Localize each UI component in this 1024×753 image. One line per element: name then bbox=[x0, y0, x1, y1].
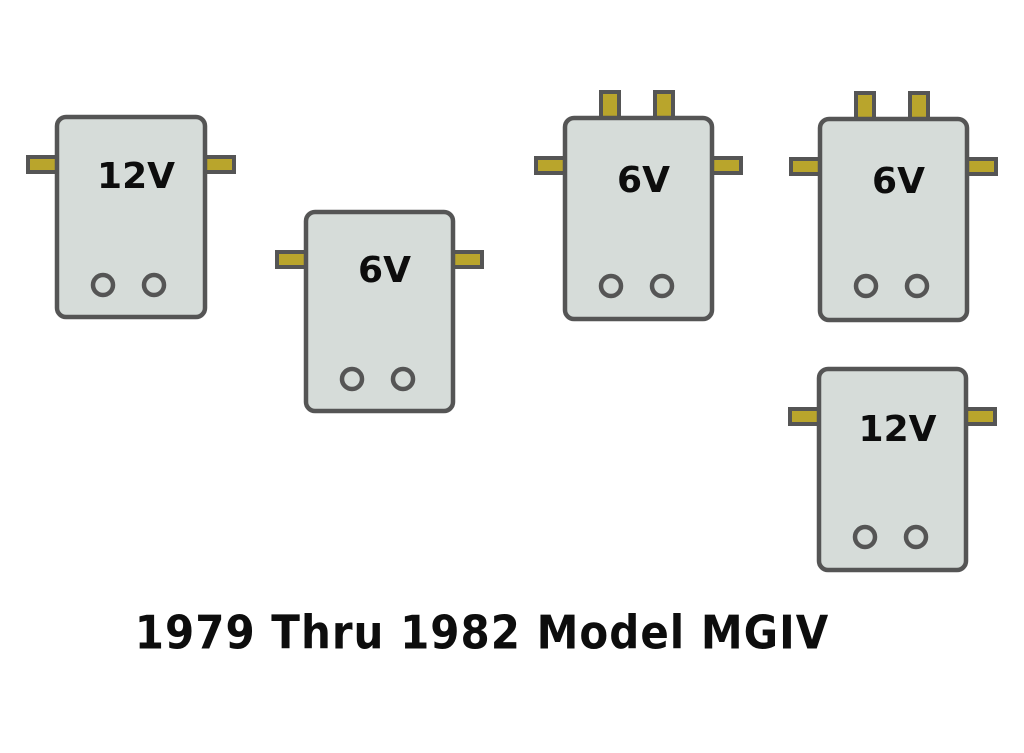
relay-module-3: 6V bbox=[534, 90, 743, 322]
left-terminal bbox=[26, 155, 61, 174]
left-terminal bbox=[275, 250, 310, 269]
module-body bbox=[817, 116, 970, 323]
mount-hole bbox=[598, 273, 624, 299]
module-body bbox=[816, 366, 969, 573]
module-body bbox=[54, 114, 208, 320]
mount-hole bbox=[853, 273, 879, 299]
relay-module-2: 6V bbox=[275, 209, 484, 414]
diagram-caption: 1979 Thru 1982 Model MGIV bbox=[134, 605, 830, 660]
relay-module-4: 6V bbox=[789, 91, 998, 323]
mount-hole bbox=[141, 272, 167, 298]
left-terminal bbox=[788, 407, 823, 426]
voltage-label: 12V bbox=[97, 156, 175, 197]
relay-module-1: 12V bbox=[26, 114, 236, 320]
left-terminal bbox=[534, 156, 569, 175]
voltage-label: 6V bbox=[872, 161, 925, 202]
right-terminal bbox=[449, 250, 484, 269]
right-terminal bbox=[201, 155, 236, 174]
mount-hole bbox=[649, 273, 675, 299]
relay-module-5: 12V bbox=[788, 366, 997, 573]
left-terminal bbox=[789, 157, 824, 176]
right-terminal bbox=[963, 157, 998, 176]
module-body bbox=[303, 209, 456, 414]
mount-hole bbox=[339, 366, 365, 392]
mount-hole bbox=[90, 272, 116, 298]
voltage-label: 6V bbox=[358, 250, 411, 291]
mount-hole bbox=[903, 524, 929, 550]
mount-hole bbox=[852, 524, 878, 550]
right-terminal bbox=[962, 407, 997, 426]
voltage-label: 12V bbox=[859, 409, 937, 450]
right-terminal bbox=[708, 156, 743, 175]
mount-hole bbox=[904, 273, 930, 299]
mount-hole bbox=[390, 366, 416, 392]
voltage-label: 6V bbox=[617, 160, 670, 201]
module-body bbox=[562, 115, 715, 322]
